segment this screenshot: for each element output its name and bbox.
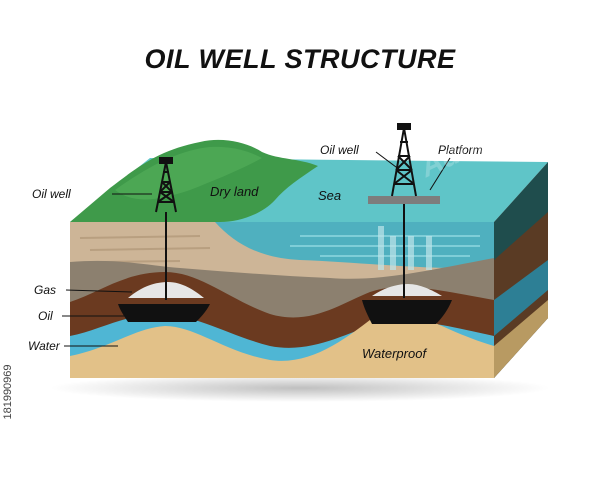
oil-trap-left xyxy=(118,304,210,322)
label-water: Water xyxy=(28,339,61,353)
label-oil-well-land: Oil well xyxy=(32,187,71,201)
ground-shadow xyxy=(50,374,550,402)
label-waterproof: Waterproof xyxy=(362,346,427,361)
label-dry-land: Dry land xyxy=(210,184,259,199)
leader-platform xyxy=(429,157,451,191)
gas-trap-right xyxy=(372,284,442,296)
diagram-title: OIL WELL STRUCTURE xyxy=(144,44,456,74)
leader-oil-well-sea xyxy=(375,151,401,171)
sand-bottom-layer xyxy=(70,310,494,378)
label-oil-well-sea: Oil well xyxy=(320,143,359,157)
sea-derrick xyxy=(391,123,417,197)
sea-platform xyxy=(368,196,440,298)
side-face-water xyxy=(494,260,548,336)
label-gas: Gas xyxy=(34,283,56,297)
oil-trap-right xyxy=(362,300,452,324)
side-face-sand xyxy=(494,300,548,378)
leader-gas xyxy=(65,289,133,293)
hill-highlight xyxy=(115,146,262,200)
label-sea: Sea xyxy=(318,188,341,203)
land-derrick xyxy=(155,157,177,300)
label-oil: Oil xyxy=(38,309,53,323)
label-platform: Platform xyxy=(438,143,483,157)
